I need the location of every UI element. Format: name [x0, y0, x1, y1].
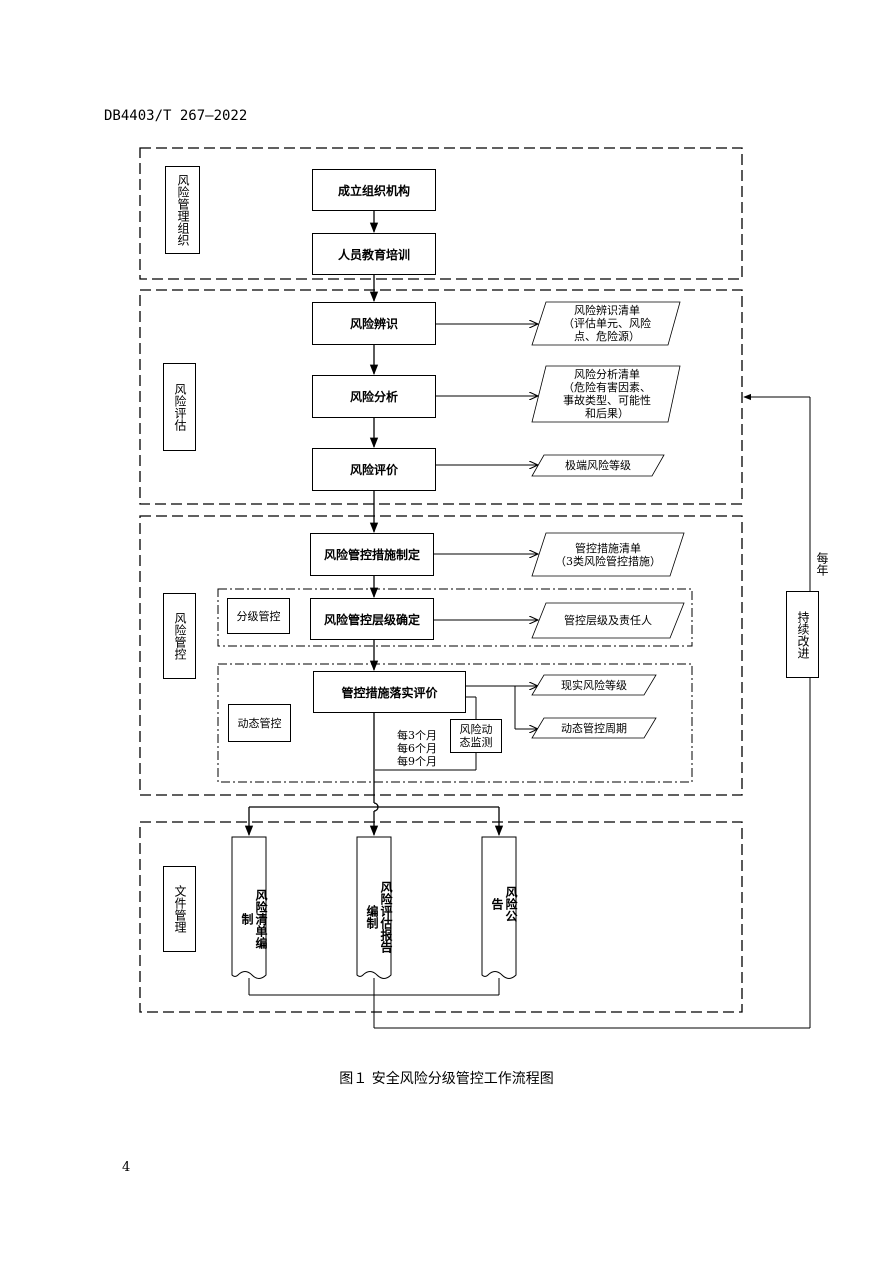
output-evaluate-shape: [531, 454, 665, 477]
step-monitor: 风险动态监测: [450, 719, 502, 753]
output-cycle: 动态管控周期: [561, 721, 627, 735]
period-list: 每3个月 每6个月 每9个月: [397, 729, 447, 768]
output-measures-shape: [531, 532, 685, 577]
period-6: 每6个月: [397, 742, 437, 755]
section-label-assess: 风险评估: [163, 363, 196, 451]
output-cycle-shape: [531, 717, 657, 739]
doc-notice: 风险公告: [490, 886, 518, 922]
section-frame-org: [139, 147, 743, 280]
section-label-docs: 文件管理: [163, 866, 196, 952]
output-identify: 风险辨识清单 （评估单元、风险 点、危险源）: [563, 304, 651, 343]
output-evaluate: 极端风险等级: [565, 459, 631, 472]
doc-list: 风险清单编制: [240, 889, 268, 949]
step-measures: 风险管控措施制定: [310, 533, 434, 576]
step-establish: 成立组织机构: [312, 169, 436, 211]
section-frame-docs: [139, 821, 743, 1013]
step-analyze: 风险分析: [312, 375, 436, 418]
step-evaluate: 风险评价: [312, 448, 436, 491]
doc-shape-list: [231, 836, 267, 979]
doc-shape-report: [356, 836, 392, 979]
continuous-improvement-box: 持续改进: [786, 591, 819, 678]
figure-caption: 图１ 安全风险分级管控工作流程图: [339, 1071, 554, 1087]
output-current: 现实风险等级: [561, 678, 627, 692]
section-frame-control: [139, 515, 743, 796]
period-3: 每3个月: [397, 729, 437, 742]
subframe-graded: [217, 588, 693, 647]
step-identify: 风险辨识: [312, 302, 436, 345]
step-monitor-label: 风险动态监测: [459, 723, 493, 749]
page-number: 4: [122, 1160, 131, 1175]
output-current-shape: [531, 674, 657, 696]
output-measures: 管控措施清单 （3类风险管控措施）: [555, 541, 661, 568]
step-training: 人员教育培训: [312, 233, 436, 275]
step-levels: 风险管控层级确定: [310, 598, 434, 640]
subsection-dynamic: 动态管控: [228, 704, 291, 742]
output-levels-shape: [531, 602, 685, 639]
doc-shape-notice: [481, 836, 517, 979]
feedback-label: 每年: [815, 552, 829, 576]
step-implement: 管控措施落实评价: [313, 671, 466, 713]
section-frame-assess: [139, 289, 743, 505]
subframe-dynamic: [217, 663, 693, 783]
output-levels: 管控层级及责任人: [564, 614, 652, 627]
period-9: 每9个月: [397, 755, 437, 768]
doc-report: 风险评估报告编制: [365, 881, 393, 953]
output-analyze-shape: [531, 365, 681, 423]
output-analyze: 风险分析清单 （危险有害因素、 事故类型、可能性 和后果）: [563, 368, 651, 420]
section-label-org: 风险管理组织: [165, 166, 200, 254]
document-code: DB4403/T 267—2022: [104, 108, 248, 124]
subsection-graded: 分级管控: [227, 598, 290, 634]
section-label-control: 风险管控: [163, 593, 196, 679]
output-identify-shape: [531, 301, 681, 346]
